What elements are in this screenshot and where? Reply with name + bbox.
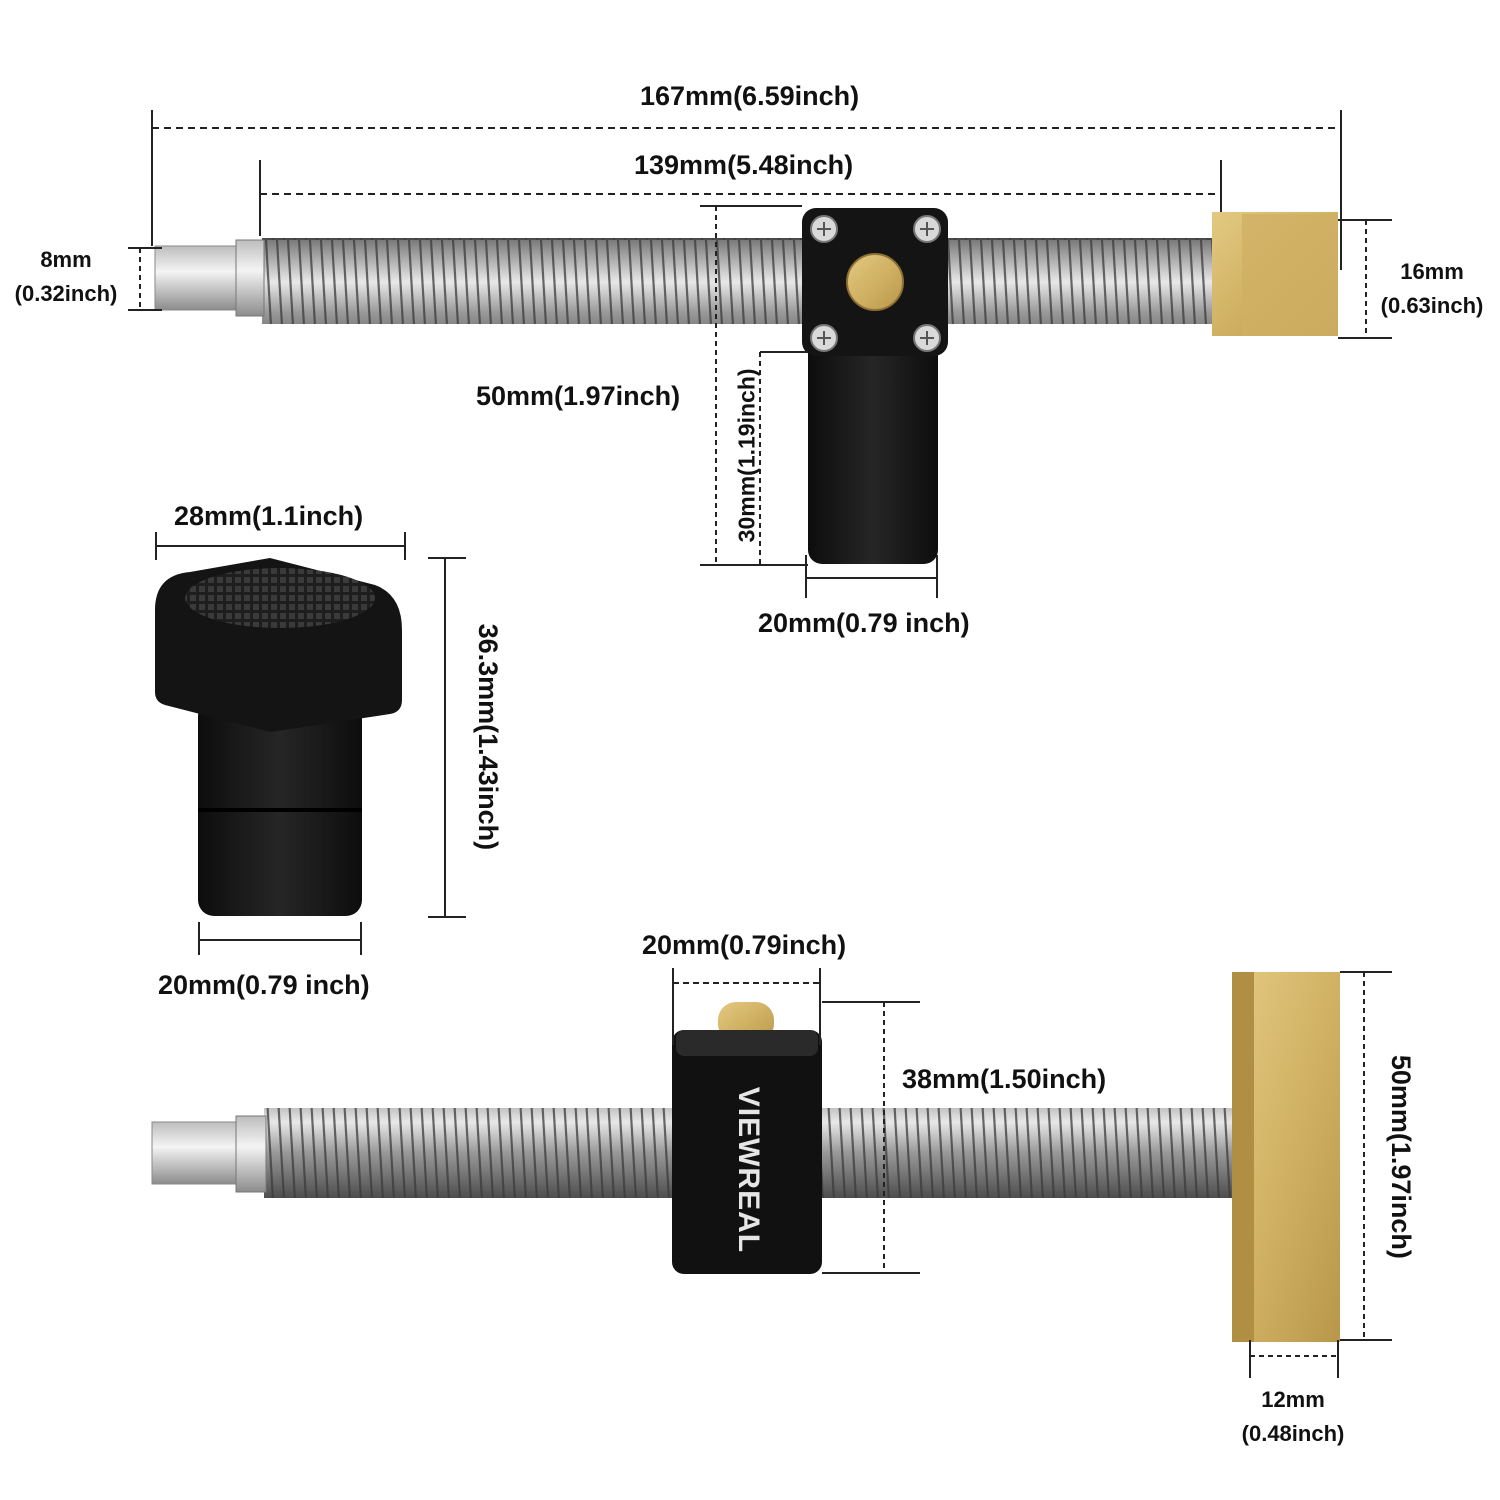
hex-end-bottom — [151, 1121, 241, 1185]
dog-height-label: 36.3mm(1.43inch) — [472, 623, 503, 851]
collar-bottom — [235, 1115, 267, 1193]
brand-logo: VIEWREAL — [731, 1086, 765, 1254]
pad-width-in: (0.48inch) — [1241, 1420, 1345, 1446]
hex-end-top — [154, 245, 240, 311]
thread-length-label: 139mm(5.48inch) — [634, 150, 854, 180]
top-dimension-lines — [128, 110, 1392, 598]
bench-dog-dimension-lines — [155, 532, 466, 955]
post-height-label: 30mm(1.19inch) — [733, 368, 760, 543]
bottom-clamp-assembly — [151, 972, 1340, 1342]
pad-width-label: 12mm (0.48inch) — [1226, 1386, 1360, 1447]
hex-diameter-mm: 8mm — [40, 247, 92, 272]
block-height-label: 50mm(1.97inch) — [476, 381, 681, 411]
hex-diameter-in: (0.32inch) — [14, 280, 118, 306]
block2-height-label: 38mm(1.50inch) — [902, 1064, 1107, 1094]
brass-knob-icon — [846, 253, 904, 311]
bench-dog — [155, 558, 402, 916]
knurled-top-pad — [185, 568, 375, 628]
bottom-dimension-lines — [672, 968, 1392, 1378]
black-block-bottom — [672, 1030, 822, 1274]
dog-width-label: 28mm(1.1inch) — [174, 501, 364, 531]
post-width-label: 20mm(0.79 inch) — [758, 608, 970, 638]
brass-height-label: 16mm (0.63inch) — [1368, 258, 1496, 319]
dog-post-width-label: 20mm(0.79 inch) — [158, 970, 370, 1000]
pad-width-mm: 12mm — [1261, 1387, 1325, 1412]
total-length-label: 167mm(6.59inch) — [640, 81, 860, 111]
pad-height-label: 50mm(1.97inch) — [1385, 1054, 1416, 1259]
top-clamp-assembly — [154, 208, 1338, 564]
collar-top — [235, 239, 265, 317]
black-post-top — [808, 330, 938, 564]
brass-height-in: (0.63inch) — [1380, 292, 1484, 318]
threaded-rod-top — [262, 238, 1222, 324]
brass-end-top-face — [1242, 214, 1338, 336]
brass-pad-bottom-side — [1232, 972, 1254, 1342]
hex-diameter-label: 8mm (0.32inch) — [4, 246, 128, 307]
block-top-face — [676, 1030, 818, 1056]
brass-height-mm: 16mm — [1400, 259, 1464, 284]
block2-width-label: 20mm(0.79inch) — [642, 930, 847, 960]
